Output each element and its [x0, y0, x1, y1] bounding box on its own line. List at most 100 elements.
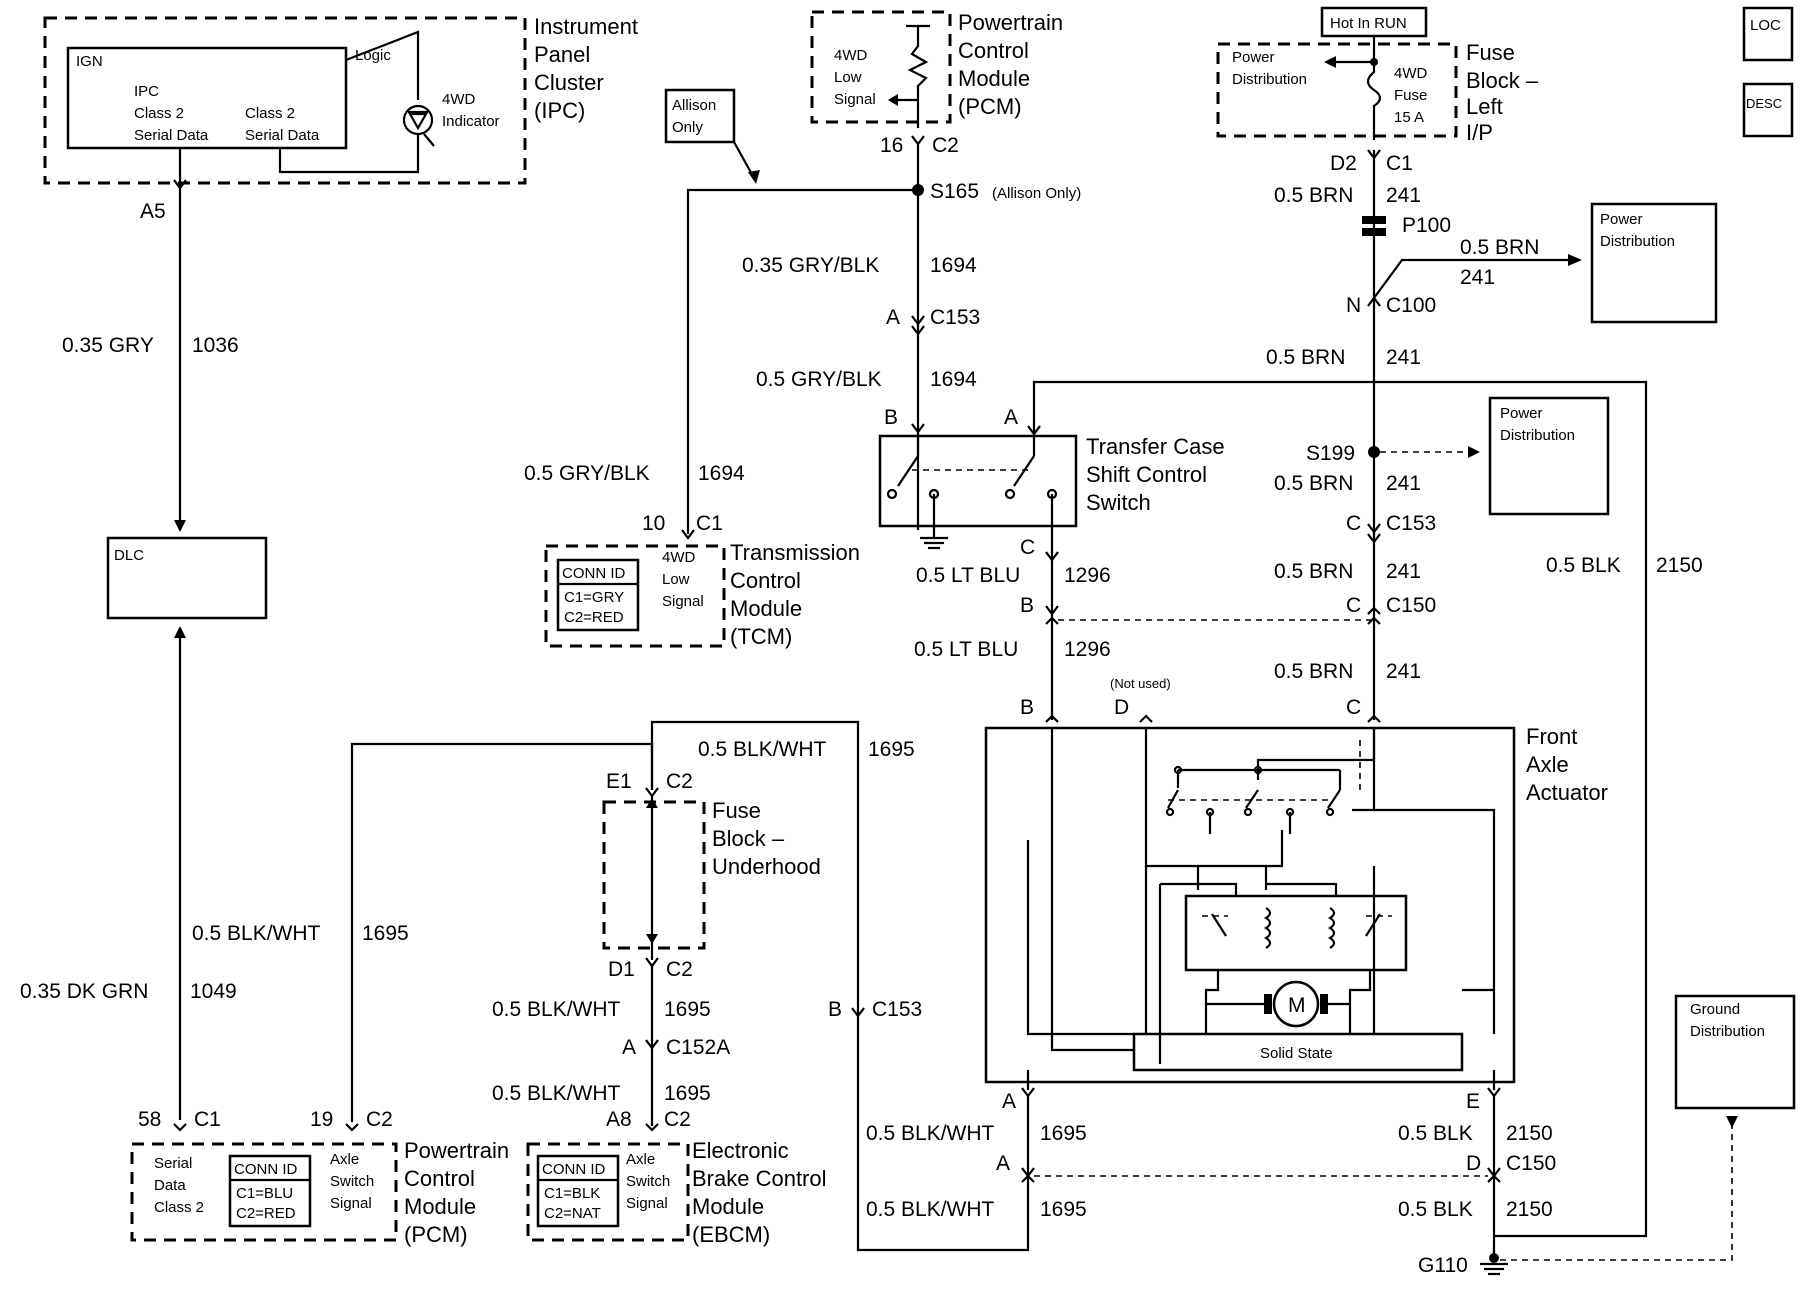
faa-pin-b: B — [1020, 696, 1034, 719]
pull-up-resistor-icon — [907, 26, 929, 128]
wire-1036-color: 0.35 GRY — [62, 334, 154, 357]
tcs-title-2: Shift Control — [1086, 462, 1207, 487]
wire-1695-left-num: 1695 — [362, 922, 409, 945]
pcm-top-pin-num: 16 — [880, 134, 903, 157]
fbl-fuse-1: 4WD — [1394, 65, 1428, 82]
wire-1694-1-color: 0.35 GRY/BLK — [742, 254, 879, 277]
s165-name: S165 — [930, 180, 979, 203]
faa-not-used: (Not used) — [1110, 676, 1171, 691]
ground-dist-1: Ground — [1690, 1001, 1740, 1018]
ipc-title-1: Instrument — [534, 14, 638, 39]
wire-1296-1-color: 0.5 LT BLU — [916, 564, 1020, 587]
wire-1695-mid-3-num: 1695 — [868, 738, 915, 761]
wire-1296-1-num: 1296 — [1064, 564, 1111, 587]
tcm-conn-1: CONN ID — [562, 565, 626, 582]
pcm-bottom-pin1-num: 58 — [138, 1108, 161, 1131]
tcm-title-2: Control — [730, 568, 801, 593]
wire-241-branch[interactable] — [1373, 258, 1570, 299]
wire-241-2-num: 241 — [1460, 266, 1495, 289]
br-wire1-color: 0.5 BLK/WHT — [866, 1122, 995, 1145]
faa-title-3: Actuator — [1526, 780, 1608, 805]
fuse-icon — [1366, 62, 1382, 140]
allison-only-tag — [664, 88, 736, 144]
loc-icon[interactable]: LOC — [1742, 6, 1794, 62]
motor-icon — [1272, 980, 1320, 1028]
g110-label: G110 — [1418, 1254, 1468, 1277]
pcm-top-signal-3: Signal — [834, 91, 876, 108]
pcm-top-module: 4WD Low Signal Powertrain Control Module… — [810, 10, 1063, 128]
power-dist-1 — [1590, 202, 1718, 324]
wire-1695-left-color: 0.5 BLK/WHT — [192, 922, 321, 945]
pcm-bottom-title-1: Powertrain — [404, 1138, 509, 1163]
wire-241-4-color: 0.5 BRN — [1274, 472, 1353, 495]
wire-2150-1-num: 2150 — [1656, 554, 1703, 577]
wire-241-5-num: 241 — [1386, 560, 1421, 583]
tcm-module: 10 C1 CONN ID C1=GRY C2=RED 4WD Low Sign… — [544, 512, 860, 649]
fbu-title-1: Fuse — [712, 798, 761, 823]
c100-conn: C100 — [1386, 294, 1436, 317]
tcm-pin-num: 10 — [642, 512, 665, 535]
c153-top-pin: A — [886, 306, 900, 329]
fbu-pin-top-conn: C2 — [666, 770, 693, 793]
wire-241-6-num: 241 — [1386, 660, 1421, 683]
c153-b-conn: C153 — [872, 998, 922, 1021]
ipc-logic: Logic — [355, 47, 391, 64]
pcm-bottom-axle-1: Axle — [330, 1151, 359, 1168]
wire-1694-tcm[interactable] — [686, 188, 918, 534]
allison-1: Allison — [672, 97, 716, 114]
wire-1695-mid-2-num: 1695 — [664, 1082, 711, 1105]
ebcm-pin-num: A8 — [606, 1108, 632, 1131]
splice-s199 — [1368, 446, 1380, 458]
br-c150-conn: C150 — [1506, 1152, 1556, 1175]
br-c150-pin: D — [1466, 1152, 1481, 1175]
desc-icon-label: DESC — [1746, 96, 1782, 111]
pcm-top-pin-conn: C2 — [932, 134, 959, 157]
fbl-pin-num: D2 — [1330, 152, 1357, 175]
wire-241-3-num: 241 — [1386, 346, 1421, 369]
p100: P100 — [1402, 214, 1451, 237]
fbu-pin-top-num: E1 — [606, 770, 632, 793]
ipc-title-4: (IPC) — [534, 98, 585, 123]
wire-1695-mid-2-color: 0.5 BLK/WHT — [492, 1082, 621, 1105]
fbl-power-1: Power — [1232, 49, 1275, 66]
ipc-serial-2: Class 2 — [134, 105, 184, 122]
wire-241-2-color: 0.5 BRN — [1460, 236, 1539, 259]
wire-241-5-color: 0.5 BRN — [1274, 560, 1353, 583]
ground-g110 — [1489, 1253, 1499, 1263]
fbl-fuse-2: Fuse — [1394, 87, 1427, 104]
wire-1049-num: 1049 — [190, 980, 237, 1003]
fuse-block-underhood: E1 C2 Fuse Block – Underhood D1 C2 — [602, 720, 1030, 1252]
c153-right-conn: C153 — [1386, 512, 1436, 535]
tcm-title-4: (TCM) — [730, 624, 792, 649]
faa-pin-d: D — [1114, 696, 1129, 719]
wire-1695-mid-1-num: 1695 — [664, 998, 711, 1021]
wire-1695-mid-3-color: 0.5 BLK/WHT — [698, 738, 827, 761]
ebcm-title-3: Module — [692, 1194, 764, 1219]
desc-icon[interactable]: DESC — [1742, 82, 1794, 138]
ipc-serial-1: IPC — [134, 83, 159, 100]
ipc-title-3: Cluster — [534, 70, 604, 95]
wire-2150-3-num: 2150 — [1506, 1198, 1553, 1221]
allison-2: Only — [672, 119, 703, 136]
c153-right-pin: C — [1346, 512, 1361, 535]
ipc-indicator-2: Indicator — [442, 113, 500, 130]
wire-1695-mid-1-color: 0.5 BLK/WHT — [492, 998, 621, 1021]
pcm-bottom-axle-2: Switch — [330, 1173, 374, 1190]
ipc-serial2-2: Serial Data — [245, 127, 320, 144]
fbl-fuse-3: 15 A — [1394, 109, 1424, 126]
fbu-pin-bottom-num: D1 — [608, 958, 635, 981]
c153-b-pin: B — [828, 998, 842, 1021]
fbl-title-2: Block – — [1466, 68, 1539, 93]
fuse-block-left: Power Distribution 4WD Fuse 15 A Fuse Bl… — [1216, 36, 1539, 145]
br-wire2-color: 0.5 BLK/WHT — [866, 1198, 995, 1221]
loc-icon-label: LOC — [1750, 17, 1781, 34]
wire-241-1-num: 241 — [1386, 184, 1421, 207]
tcs-pin-a: A — [1004, 406, 1018, 429]
c153-top-conn: C153 — [930, 306, 980, 329]
wire-241-1-color: 0.5 BRN — [1274, 184, 1353, 207]
pcm-bottom-title-2: Control — [404, 1166, 475, 1191]
wire-2150-ground[interactable] — [1032, 380, 1648, 1238]
wire-241-3-color: 0.5 BRN — [1266, 346, 1345, 369]
b-pin-1296: B — [1020, 594, 1034, 617]
